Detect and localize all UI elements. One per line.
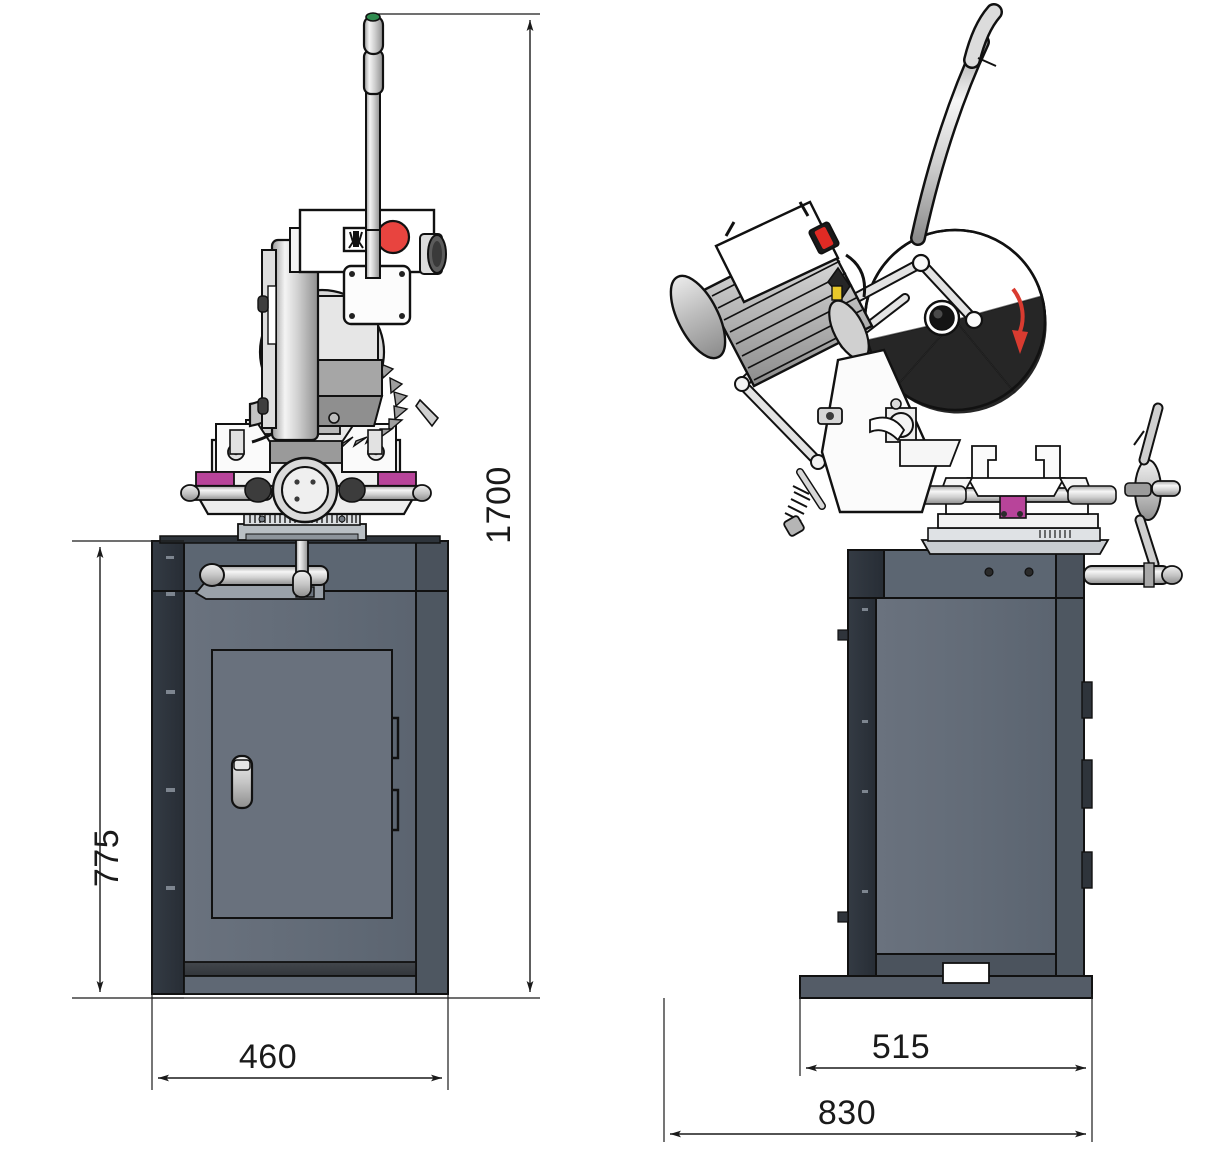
cabinet-base-rail bbox=[183, 975, 417, 995]
side-cabinet-panel bbox=[875, 597, 1057, 977]
side-cabinet-left-edge bbox=[847, 597, 877, 977]
front-view bbox=[151, 12, 449, 995]
deck-bolt-a bbox=[984, 567, 994, 577]
handwheel-arm-upper[interactable] bbox=[1140, 404, 1162, 464]
dimension-cabinet-depth bbox=[799, 994, 1093, 1076]
dimension-label-overall-height: 1700 bbox=[480, 466, 518, 544]
dimension-label-front-width: 460 bbox=[239, 1038, 297, 1076]
side-view bbox=[669, 3, 1183, 999]
side-cabinet-right-edge bbox=[1055, 597, 1085, 977]
door-hinge-lower bbox=[392, 788, 400, 832]
center-post-knob[interactable] bbox=[292, 570, 312, 598]
blade-rotation-arrow bbox=[1011, 287, 1025, 335]
front-operating-lever[interactable] bbox=[362, 12, 385, 279]
dimension-table-height bbox=[72, 540, 184, 999]
emergency-stop-button[interactable] bbox=[375, 219, 411, 255]
dimension-label-cabinet-depth: 515 bbox=[872, 1028, 930, 1066]
side-cabinet-top-right bbox=[1055, 549, 1085, 599]
motor-assembly bbox=[669, 200, 874, 388]
motor-end-cap bbox=[669, 274, 727, 360]
cabinet-plinth bbox=[183, 961, 417, 977]
length-stop-rod[interactable] bbox=[1083, 565, 1171, 585]
dimension-label-overall-depth: 830 bbox=[818, 1094, 876, 1132]
dimension-overall-depth bbox=[663, 998, 1093, 1142]
side-cabinet-top-left bbox=[847, 549, 885, 599]
cabinet-side-hinge-marks bbox=[166, 556, 175, 890]
door-hinge-upper bbox=[392, 716, 400, 760]
dimension-label-table-height: 775 bbox=[88, 829, 126, 887]
side-vise-assembly[interactable] bbox=[899, 402, 1183, 588]
side-operating-lever[interactable] bbox=[910, 3, 1003, 246]
power-cable bbox=[845, 253, 867, 298]
side-table-ticks bbox=[1039, 530, 1071, 538]
door-handle[interactable] bbox=[230, 754, 254, 810]
cabinet-top-left-return bbox=[151, 540, 185, 592]
dimension-overall-height bbox=[152, 13, 540, 999]
dimension-annotations bbox=[72, 13, 1093, 1142]
clamp-nut-right bbox=[338, 477, 366, 503]
dimension-labels: 1700 775 460 515 830 bbox=[88, 466, 930, 1132]
clamp-nut-left bbox=[244, 477, 272, 503]
terminal-box bbox=[714, 200, 840, 304]
base-access-plate bbox=[942, 962, 990, 984]
front-vise-assembly[interactable] bbox=[180, 413, 432, 524]
side-cabinet bbox=[799, 549, 1093, 999]
front-saw-head bbox=[229, 12, 447, 455]
head-pivot-body bbox=[817, 348, 962, 514]
cabinet-right-side-panel bbox=[415, 590, 449, 995]
guard-dark-sector-b bbox=[895, 320, 1015, 414]
cabinet-left-side-panel bbox=[151, 590, 185, 995]
handwheel-knob[interactable] bbox=[1151, 480, 1181, 497]
handwheel-arm-lower[interactable] bbox=[1136, 516, 1158, 568]
front-cabinet bbox=[151, 535, 449, 995]
pivot-lock-lever[interactable] bbox=[869, 416, 906, 442]
lever-grip-cap bbox=[365, 12, 381, 22]
return-spring bbox=[783, 468, 826, 537]
cable-marker bbox=[831, 285, 843, 301]
cabinet-top-right-return bbox=[415, 540, 449, 592]
deck-bolt-b bbox=[1024, 567, 1034, 577]
rotation-arrow-head bbox=[1012, 330, 1028, 354]
side-saw-head bbox=[669, 3, 1047, 537]
side-latch-marks bbox=[837, 608, 868, 923]
dimension-front-width bbox=[151, 994, 449, 1090]
guard-link-bracket bbox=[415, 398, 440, 428]
side-hinge-strips bbox=[1081, 681, 1093, 889]
